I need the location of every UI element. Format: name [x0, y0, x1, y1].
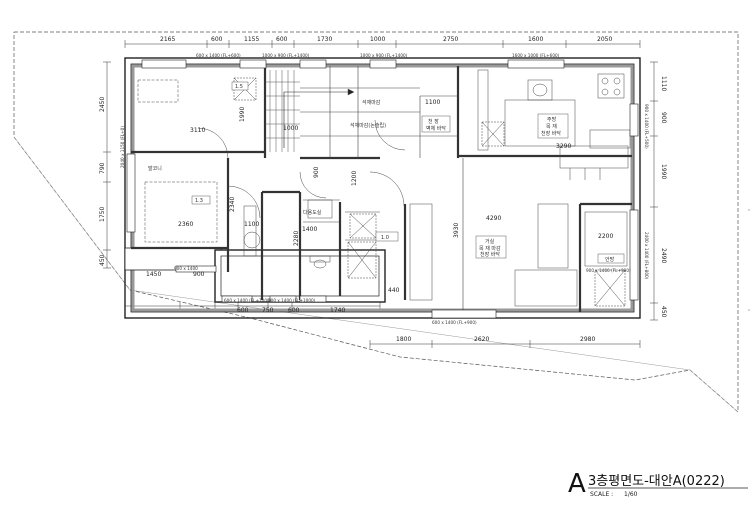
scale-value: 1/60 — [624, 491, 638, 498]
window-tag-8: 900 x 1400 — [174, 266, 198, 271]
window-tag-1: 600 x 1400 (FL+600) — [196, 53, 241, 58]
dim-top-7: 2750 — [443, 36, 458, 43]
dim-bot-7: 1800 — [396, 336, 411, 343]
dim-right-2: 900 — [660, 112, 667, 124]
window-tag-2: 1000 x 900 (FL+1400) — [262, 53, 310, 58]
dimension-texts-left: 2450 790 1750 450 — [99, 97, 106, 266]
label-kitchen-sub: 목 재 — [546, 123, 557, 130]
dim-int-8: 2360 — [178, 221, 193, 228]
label-bath-upper: 천 장 — [428, 118, 439, 125]
dim-left-1: 2450 — [99, 97, 106, 112]
label-stairs-up: 석재마감 — [362, 99, 381, 106]
dim-int-12: 440 — [388, 287, 400, 294]
label-bedroom: 안방 — [605, 256, 615, 263]
dim-top-1: 2165 — [160, 36, 175, 43]
dim-top-3: 1155 — [244, 36, 259, 43]
label-balcony: 발코니 — [148, 165, 162, 172]
dim-int-6: 900 — [313, 166, 320, 178]
dimension-texts-top: 2165 600 1155 600 1730 1000 2750 1600 20… — [160, 36, 612, 43]
dim-right-1: 1110 — [660, 76, 667, 91]
doors — [197, 119, 406, 249]
dim-left-4: 450 — [99, 254, 106, 266]
interior-walls — [131, 66, 632, 312]
label-room-a2: 1.5 — [235, 84, 243, 90]
dim-int-5: 1200 — [351, 171, 358, 186]
dimension-texts-interior: 3110 1990 1000 1100 1200 900 2340 2360 1… — [178, 99, 613, 294]
thin-partitions — [300, 66, 464, 312]
dim-right-3: 1990 — [660, 164, 667, 179]
property-line — [13, 136, 739, 413]
label-kitchen-sub2: 천장 바닥 — [541, 130, 561, 137]
label-living-sub: 목 재 마감 — [479, 245, 501, 252]
dim-int-11: 1400 — [302, 226, 317, 233]
room-labels: 석재마감 석재마감(논슬립) 1.3 1.5 천 장 벽체 바닥 1.0 거실 … — [148, 81, 625, 264]
label-kitchen: 주방 — [547, 116, 557, 123]
dim-bot-9: 2980 — [580, 336, 595, 343]
windows — [126, 59, 639, 319]
dim-int-7: 2340 — [229, 197, 236, 212]
window-tag-5: 2040 x 1150 (FL+0) — [120, 126, 125, 168]
window-tag-4: 1600 x 1000 (FL+600) — [512, 53, 560, 58]
dim-bot-2: 900 — [193, 271, 205, 278]
scale-label: SCALE : — [590, 491, 613, 498]
dim-left-3: 1750 — [99, 207, 106, 222]
title-name: 3층평면도-대안A(0222) — [588, 474, 725, 489]
staircase — [265, 70, 355, 152]
dimension-texts-bottom: 1450 900 600 750 600 1740 1800 2620 2980 — [146, 271, 595, 343]
dim-int-10: 2280 — [293, 231, 300, 246]
label-room-a: 1.3 — [195, 198, 203, 204]
dim-bot-8: 2620 — [474, 336, 489, 343]
site-boundary — [13, 31, 739, 413]
dim-bot-1: 1450 — [146, 271, 161, 278]
dim-int-9: 1100 — [244, 221, 259, 228]
dim-int-13: 3930 — [453, 223, 460, 238]
label-living: 거실 — [485, 238, 495, 245]
title-block: A 3층평면도-대안A(0222) SCALE : 1/60 — [568, 469, 748, 499]
dimension-texts-right: 1110 900 1990 2490 450 — [660, 76, 667, 318]
furniture — [137, 69, 631, 307]
dim-left-2: 790 — [99, 162, 106, 174]
window-tag-9: 600 x 1400 (FL+1000) — [224, 298, 272, 303]
label-bath2: 다용도실 — [303, 209, 322, 216]
window-tag-10: 600 x 1400 (FL+1000) — [268, 298, 316, 303]
dim-top-4: 600 — [276, 36, 288, 43]
dim-bot-5: 600 — [288, 307, 300, 314]
dim-top-8: 1600 — [528, 36, 543, 43]
label-living-sub2: 천장 바닥 — [480, 251, 500, 258]
window-tag-6: 900 x 1400 (FL+500) — [644, 104, 649, 149]
window-tags: 600 x 1400 (FL+600) 1000 x 900 (FL+1400)… — [120, 53, 649, 325]
dim-int-16: 3290 — [556, 143, 571, 150]
label-stairs-mid: 석재마감(논슬립) — [350, 122, 386, 129]
window-tag-3: 1000 x 900 (FL+1400) — [360, 53, 408, 58]
dim-top-5: 1730 — [317, 36, 332, 43]
dim-right-4: 2490 — [660, 248, 667, 263]
dim-top-2: 600 — [211, 36, 223, 43]
dim-int-15: 2200 — [598, 233, 613, 240]
dim-top-9: 2050 — [597, 36, 612, 43]
dimension-lines — [103, 40, 658, 348]
dim-bot-3: 600 — [237, 307, 249, 314]
dim-bot-6: 1740 — [330, 307, 345, 314]
label-bath-box: 1.0 — [381, 235, 389, 241]
window-tag-7: 2400 x 1400 (FL+800) — [644, 232, 649, 280]
dim-int-3: 1000 — [283, 125, 298, 132]
dim-top-6: 1000 — [370, 36, 385, 43]
dim-bot-4: 750 — [262, 307, 274, 314]
dim-int-1: 3110 — [190, 127, 205, 134]
dim-int-14: 4290 — [486, 215, 501, 222]
window-tag-12: 900 x 1400 (FL+900) — [586, 268, 631, 273]
window-tag-11: 600 x 1400 (FL+900) — [432, 320, 477, 325]
dim-int-2: 1990 — [239, 107, 246, 122]
title-letter: A — [568, 469, 586, 499]
dim-int-4: 1100 — [425, 99, 440, 106]
dim-right-5: 450 — [660, 306, 667, 318]
label-bath-lower: 벽체 바닥 — [426, 125, 446, 132]
